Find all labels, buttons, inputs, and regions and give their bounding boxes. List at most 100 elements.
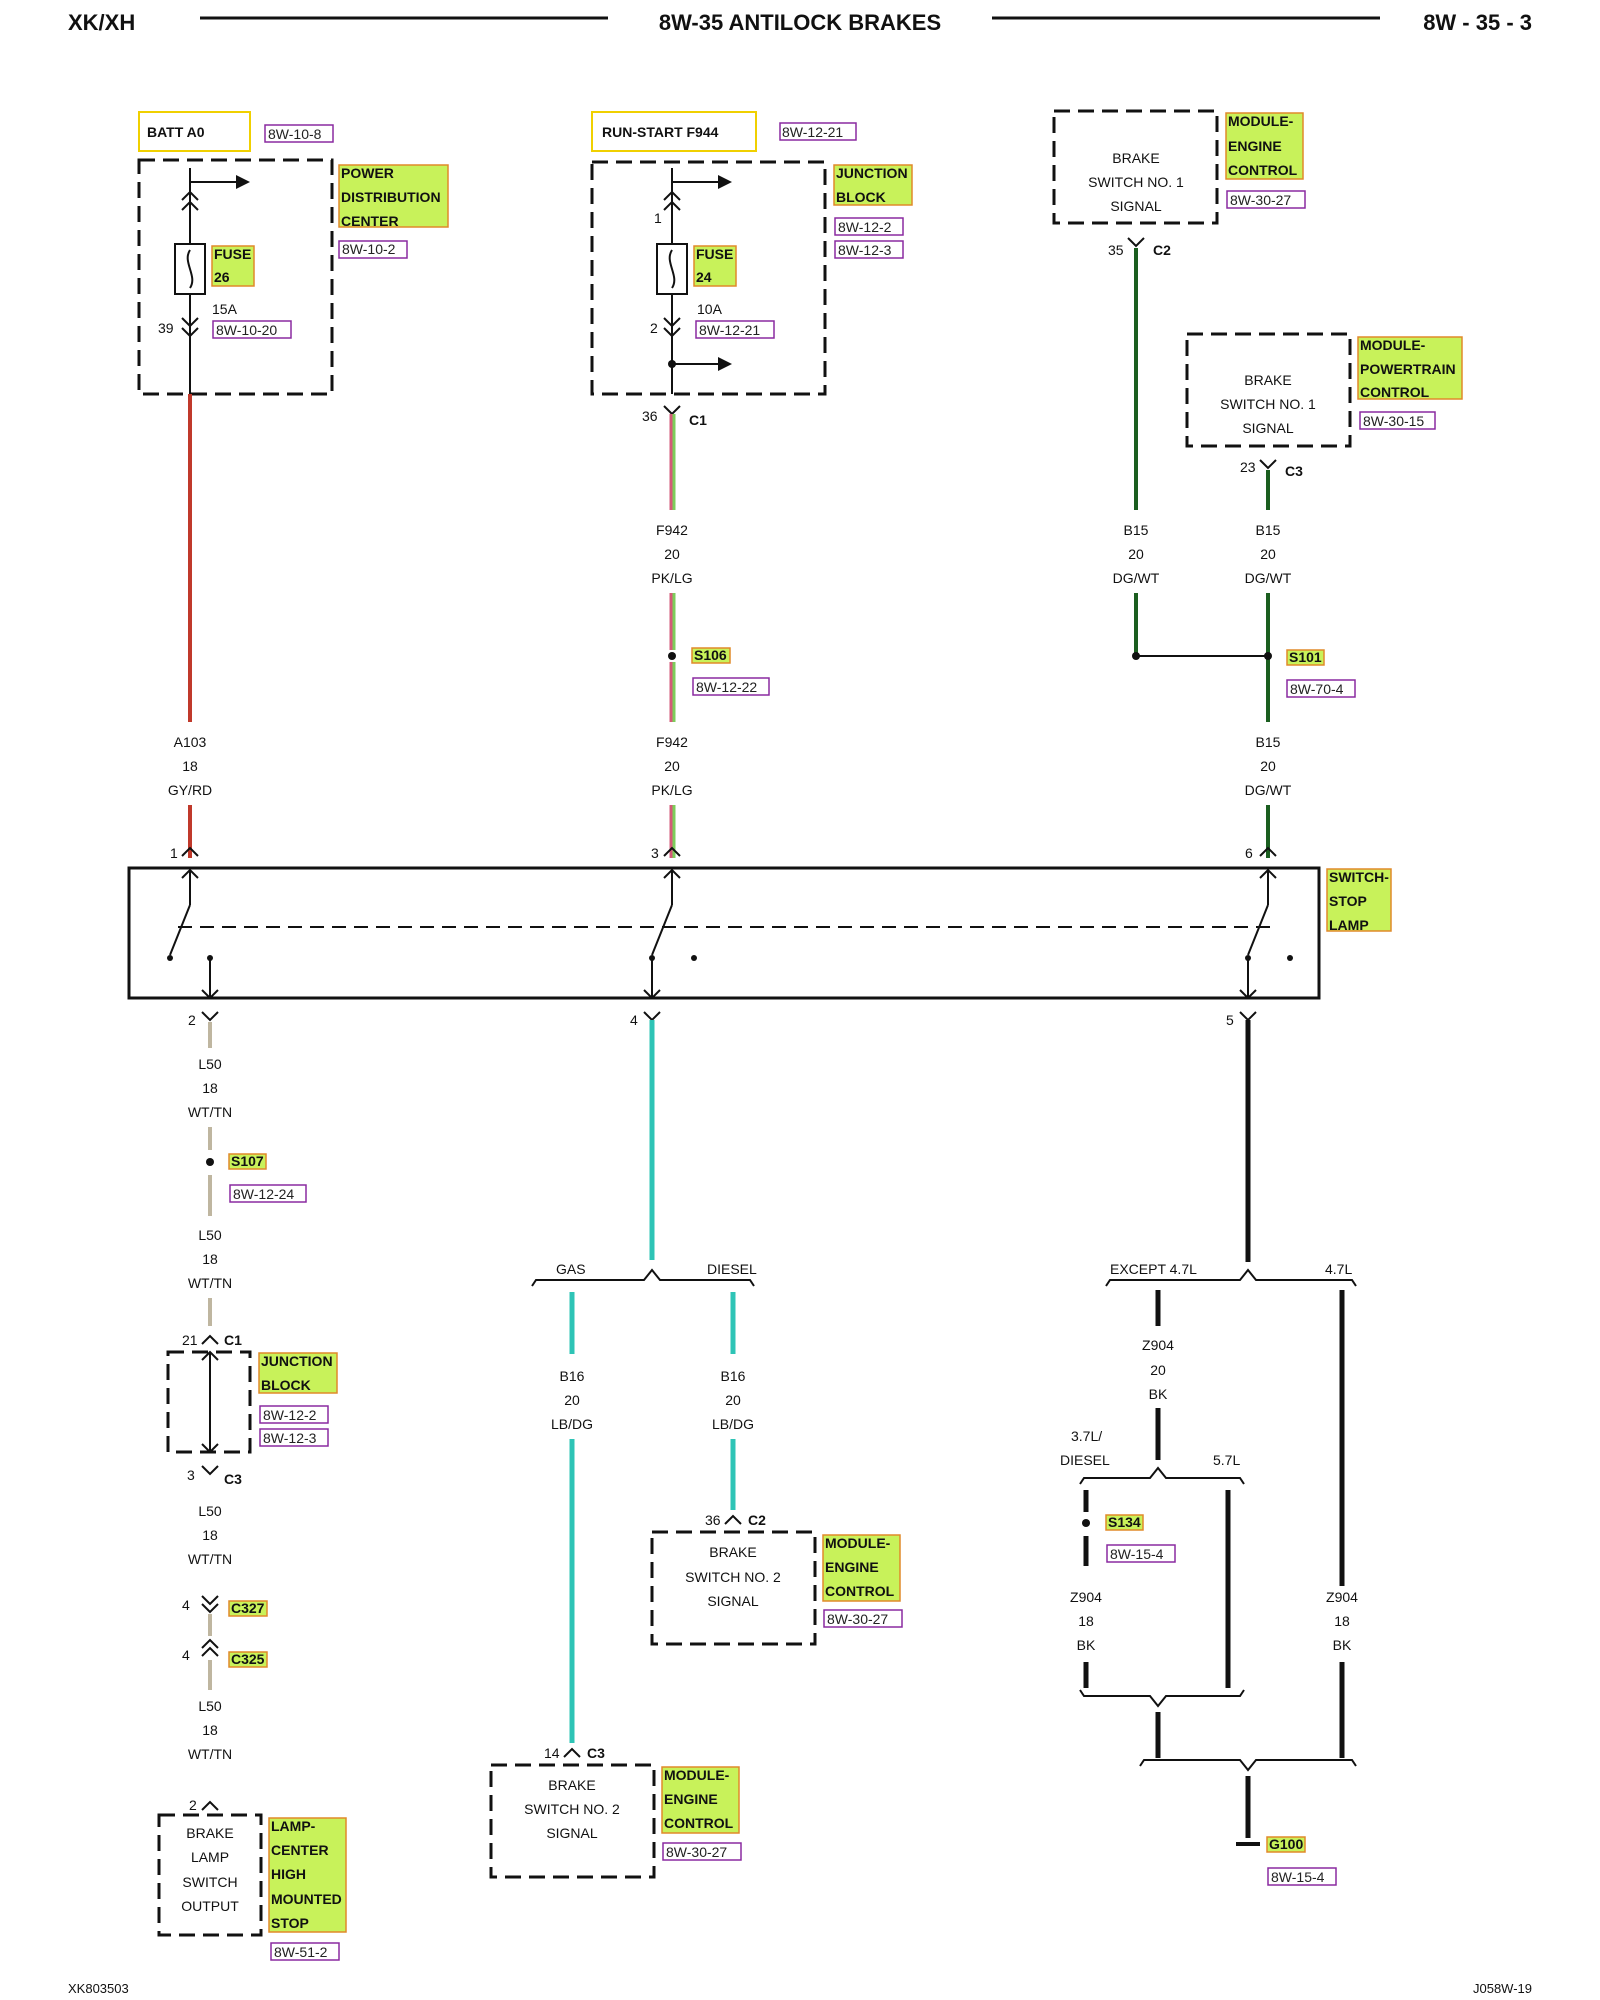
c327-pin: 4: [182, 1597, 190, 1613]
ecm-c2-tag-1: MODULE-: [825, 1535, 891, 1551]
jb-bottom-ref1[interactable]: 8W-12-2: [263, 1407, 317, 1423]
chmsl-ref-box: [270, 1942, 340, 1961]
wire-l50-b-gauge: 18: [202, 1251, 218, 1267]
s106-label: S106: [694, 647, 727, 663]
switch-pin-1: 1: [170, 845, 178, 861]
g100-ref[interactable]: 8W-15-4: [1271, 1869, 1325, 1885]
wire-f942-b-gauge: 20: [664, 758, 680, 774]
switch-pin-3: 3: [651, 845, 659, 861]
pcm-box-line3: SIGNAL: [1242, 420, 1294, 436]
s101-node-left: [1132, 652, 1140, 660]
ecm-top-ref[interactable]: 8W-30-27: [1230, 192, 1291, 208]
jb-top-c1-label: C1: [689, 412, 707, 428]
s106-ref[interactable]: 8W-12-22: [696, 679, 757, 695]
c327-label: C327: [231, 1600, 265, 1616]
ecm-c2-tag-2: ENGINE: [825, 1559, 879, 1575]
chmsl-box-line1: BRAKE: [186, 1825, 233, 1841]
pcm-tag-3: CONTROL: [1360, 384, 1430, 400]
wire-f942-a-circuit: F942: [656, 522, 688, 538]
engine-branch-bar: [1105, 1268, 1357, 1287]
jb-top-ref1[interactable]: 8W-12-2: [838, 219, 892, 235]
ecm-c3-ref[interactable]: 8W-30-27: [666, 1844, 727, 1860]
jb-top-c1-connector-icon: [663, 405, 681, 416]
switch-contact-3-icon: [1239, 868, 1293, 1000]
jb-bottom-tag-box: [258, 1352, 338, 1394]
ecm-c3-connector-icon: [563, 1747, 581, 1758]
wire-b15-a-gauge: 20: [1128, 546, 1144, 562]
switch-pin1-connector-icon: [181, 846, 199, 857]
c325-connector-icon: [201, 1638, 219, 1657]
switch-pin3-connector-icon: [663, 846, 681, 857]
jb-top-tag-box: [833, 164, 913, 206]
wire-b16-gas-color: LB/DG: [551, 1416, 593, 1432]
pcm-ref[interactable]: 8W-30-15: [1363, 413, 1424, 429]
branch-diesel: DIESEL: [707, 1261, 757, 1277]
chmsl-connector-icon: [201, 1800, 219, 1811]
ecm-c3-box-line3: SIGNAL: [546, 1825, 598, 1841]
switch-contact-1-icon: [167, 868, 219, 1000]
run-start-ref[interactable]: 8W-12-21: [782, 124, 843, 140]
ecm-c2-box-line3: SIGNAL: [707, 1593, 759, 1609]
wire-l50-c-color: WT/TN: [188, 1551, 232, 1567]
chmsl-tag-box: [268, 1817, 347, 1933]
jb-bottom-arrow-up-icon: [201, 1350, 219, 1361]
jb-bottom-ref1-box: [259, 1405, 329, 1424]
s101-ref[interactable]: 8W-70-4: [1290, 681, 1344, 697]
wire-z904-c-circuit: Z904: [1326, 1589, 1358, 1605]
jb-bottom-ref2[interactable]: 8W-12-3: [263, 1430, 317, 1446]
switch-pin2-connector-icon: [201, 1011, 219, 1022]
fuse-24-tag-2: 24: [696, 269, 712, 285]
jb-top-pin-top: 1: [654, 210, 662, 226]
switch-tag-2: STOP: [1329, 893, 1367, 909]
ecm-c3-box-line1: BRAKE: [548, 1777, 595, 1793]
wire-b15-c-gauge: 20: [1260, 758, 1276, 774]
ecm-top-tag-box: [1225, 112, 1304, 180]
ecm-top-tag-2: ENGINE: [1228, 138, 1282, 154]
pcm-pin: 23: [1240, 459, 1256, 475]
ground-merge-bar: [1139, 1759, 1357, 1772]
fuse-26-tag-box: [211, 245, 255, 287]
pcm-box-line2: SWITCH NO. 1: [1220, 396, 1316, 412]
wire-b15-c-circuit: B15: [1256, 734, 1281, 750]
pcm-box-line1: BRAKE: [1244, 372, 1291, 388]
s134-ref-box: [1106, 1544, 1176, 1563]
fuse-26-ref[interactable]: 8W-10-20: [216, 322, 277, 338]
pdc-arrow-icon: [236, 175, 250, 189]
ecm-c3-dashed-box: [489, 1763, 656, 1879]
wire-a103-gauge: 18: [182, 758, 198, 774]
pdc-tag-3: CENTER: [341, 213, 399, 229]
fuse-24-ref-box: [695, 320, 775, 339]
jb-top-ref2[interactable]: 8W-12-3: [838, 242, 892, 258]
ecm-c2-conn: C2: [748, 1512, 766, 1528]
fuse-24-element: [668, 249, 676, 289]
ecm-c2-tag-3: CONTROL: [825, 1583, 895, 1599]
ecm-c2-ref[interactable]: 8W-30-27: [827, 1611, 888, 1627]
ecm-c2-tag-box: [822, 1534, 901, 1602]
pdc-pin: 39: [158, 320, 174, 336]
pdc-ref[interactable]: 8W-10-2: [342, 241, 396, 257]
jb-bottom-pin-top: 21: [182, 1332, 198, 1348]
wire-b15-b-gauge: 20: [1260, 546, 1276, 562]
s101-tag-box: [1286, 649, 1325, 666]
ecm-top-ref-box: [1226, 190, 1306, 209]
wire-f942-a-color: PK/LG: [651, 570, 692, 586]
s134-tag-box: [1105, 1514, 1144, 1531]
s106-ref-box: [692, 677, 770, 696]
batt-ref[interactable]: 8W-10-8: [268, 126, 322, 142]
ecm-c2-dashed-box: [650, 1530, 817, 1646]
chmsl-ref[interactable]: 8W-51-2: [274, 1944, 328, 1960]
ecm-top-box-line1: BRAKE: [1112, 150, 1159, 166]
s107-ref[interactable]: 8W-12-24: [233, 1186, 294, 1202]
jb-bottom-c3-connector-icon: [201, 1465, 219, 1476]
ecm-c3-tag-3: CONTROL: [664, 1815, 734, 1831]
branch-57: 5.7L: [1213, 1452, 1240, 1468]
fuse-24-ref[interactable]: 8W-12-21: [699, 322, 760, 338]
fuse-24-tag-1: FUSE: [696, 246, 733, 262]
branch-except47: EXCEPT 4.7L: [1110, 1261, 1197, 1277]
s134-ref[interactable]: 8W-15-4: [1110, 1546, 1164, 1562]
g100-tag-box: [1266, 1836, 1306, 1853]
fuse-26-element: [186, 249, 194, 289]
header-page: 8W - 35 - 3: [1423, 10, 1532, 35]
switch-pin-2: 2: [188, 1012, 196, 1028]
g100-label: G100: [1269, 1836, 1303, 1852]
